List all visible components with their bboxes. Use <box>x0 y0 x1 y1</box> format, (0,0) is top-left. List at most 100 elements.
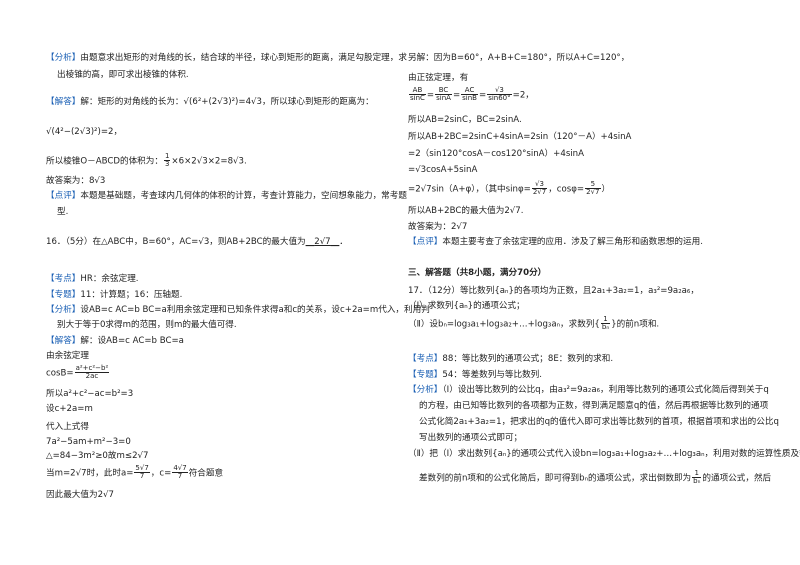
part2-suffix: }的前n项和. <box>611 319 660 330</box>
part2-prefix: （Ⅱ）设bₙ=log₃a₁+log₃a₂+…+log₃aₙ，求数列{ <box>408 319 600 330</box>
fraction-num: √3 <box>531 180 548 190</box>
fraction-den: 2√7 <box>532 188 547 197</box>
answer-line: 故答案为：2√7 <box>408 222 468 232</box>
fenxi-text-cont: 别大于等于0求得m的范围，则m的最大值可得. <box>57 320 237 330</box>
fraction-num: 1 <box>600 315 611 325</box>
simplify-line: =√3cosA+5sinA <box>408 165 478 175</box>
cos-law-line: 由余弦定理 <box>46 351 89 361</box>
phi-end: ） <box>601 184 611 195</box>
question-16-blank: __2√7__ <box>305 237 340 247</box>
zhuanti-line: 【专题】54：等差数列与等比数列. <box>408 369 542 382</box>
fenxi-text-cont: 写出数列的通项公式即可； <box>419 433 523 443</box>
conclusion-line: 因此最大值为2√7 <box>46 490 114 500</box>
fraction-den: 7 <box>177 472 183 481</box>
delta-line: △=84−3m²≥0故m≤2√7 <box>46 451 149 461</box>
comment-paragraph: 【点评】本题是基础题，考查球内几何体的体积的计算，考查计算能力，空间想象能力，常… <box>46 190 407 203</box>
kaodian-text: 88：等比数列的通项公式；8E：数列的求和. <box>442 354 614 364</box>
question-17-part1: （Ⅰ）求数列{aₙ}的通项公式； <box>408 301 525 311</box>
alt-solution-line: 另解：因为B=60°，A+B+C=180°，所以A+C=120°， <box>408 53 630 63</box>
fraction-den: bₙ <box>693 477 701 486</box>
so-line: 所以a²+c²−ac=b²=3 <box>46 389 134 399</box>
set-line: 设c+2a=m <box>46 404 93 414</box>
final-mid: ，c= <box>150 468 172 479</box>
solution-tag: 【解答】 <box>46 97 81 107</box>
fraction-den: sinA <box>436 94 451 103</box>
zhuanti-text: 11：计算题；16：压轴题. <box>80 290 183 300</box>
fraction-den: 3 <box>164 160 170 169</box>
analysis-text-cont: 出棱锥的高，即可求出棱锥的体积. <box>57 70 189 80</box>
fenxi-tag: 【分析】 <box>408 385 443 395</box>
fraction-num: √3 <box>487 86 512 96</box>
analysis-tag: 【分析】 <box>46 53 81 63</box>
question-16-end: ． <box>339 237 348 247</box>
fraction-den: sinC <box>410 94 425 103</box>
comment-paragraph: 【点评】本题主要考查了余弦定理的应用．涉及了解三角形和函数思想的运用. <box>408 236 703 249</box>
expand-line: =2（sin120°cosA－cos120°sinA）+4sinA <box>408 149 585 159</box>
final-prefix: 当m=2√7时，此时a= <box>46 468 134 479</box>
zhuanti-line: 【专题】11：计算题；16：压轴题. <box>46 289 182 302</box>
fenxi-text-cont: 的方程，由已知等比数列的各项都为正数，得到满足题意q的值，然后再根据等比数列的通… <box>419 401 769 411</box>
fenxi-part2: （Ⅱ）把（Ⅰ）求出数列{aₙ}的通项公式代入设bn=log₃a₁+log₃a₂+… <box>408 449 800 459</box>
zhuanti-text: 54：等差数列与等比数列. <box>442 370 542 380</box>
fenxi-line: 【分析】设AB=c AC=b BC=a利用余弦定理和已知条件求得a和c的关系，设… <box>46 304 430 317</box>
comment-text: 本题主要考查了余弦定理的应用．涉及了解三角形和函数思想的运用. <box>442 237 703 247</box>
fenxi-line: 【分析】（Ⅰ）设出等比数列的公比q，由a₃²=9a₂a₆，利用等比数列的通项公式… <box>408 384 769 397</box>
fenxi-text-cont: 公式化简2a₁+3a₂=1，把求出的q的值代入即可求出等比数列的首项，根据首项和… <box>419 417 779 427</box>
fraction-den: sinB <box>462 94 477 103</box>
comment-text-cont: 型. <box>57 207 69 217</box>
volume-suffix: ×6×2√3×2=8√3. <box>171 156 247 167</box>
fraction-den: 7 <box>139 472 145 481</box>
sine-end: =2， <box>512 90 534 101</box>
fraction-num: AB <box>409 86 426 96</box>
phi-mid: ，cosφ= <box>548 184 585 195</box>
jieda-tag: 【解答】 <box>46 336 81 346</box>
comment-tag: 【点评】 <box>46 191 81 201</box>
comment-tag: 【点评】 <box>408 237 443 247</box>
kaodian-text: HR：余弦定理. <box>80 274 139 284</box>
fraction-num: AC <box>461 86 478 96</box>
analysis-paragraph: 【分析】由题意求出矩形的对角线的长，结合球的半径，球心到矩形的距离，满足勾股定理… <box>46 52 407 65</box>
solution-text: 解：矩形的对角线的长为：√(6²+(2√3)²)=4√3，所以球心到矩形的距离为… <box>80 97 374 107</box>
fraction-den: 2√7 <box>586 188 600 197</box>
fraction-num: 1 <box>163 152 171 162</box>
equation-line: 7a²−5am+m²−3=0 <box>46 437 131 447</box>
solution-text-cont: √(4²−(2√3)²)=2， <box>46 127 123 137</box>
fenxi-text: 设AB=c AC=b BC=a利用余弦定理和已知条件求得a和c的关系，设c+2a… <box>80 305 430 315</box>
volume-prefix: 所以棱锥O－ABCD的体积为： <box>46 156 163 167</box>
fraction-num: 4√7 <box>172 464 188 474</box>
sine-law-line: 由正弦定理，有 <box>408 73 469 83</box>
fraction-num: 5 <box>585 180 601 190</box>
question-17: 17．（12分）等比数列{aₙ}的各项均为正数，且2a₁+3a₂=1，a₃²=9… <box>408 286 699 296</box>
comment-text: 本题是基础题，考查球内几何体的体积的计算，考查计算能力，空间想象能力，常考题 <box>80 191 407 201</box>
jieda-text: 解：设AB=c AC=b BC=a <box>80 336 184 346</box>
kaodian-tag: 【考点】 <box>408 354 443 364</box>
question-16-answer: 2√7 <box>314 237 331 247</box>
fraction-den: 2ac <box>85 372 99 381</box>
analysis-text: 由题意求出矩形的对角线的长，结合球的半径，球心到矩形的距离，满足勾股定理，求 <box>80 53 407 63</box>
fraction-num: 5√7 <box>134 464 150 474</box>
so-sum-line: 所以AB+2BC=2sinC+4sinA=2sin（120°－A）+4sinA <box>408 132 632 142</box>
answer-line: 故答案为：8√3 <box>46 176 106 186</box>
fenxi-line6-suffix: 的通项公式，然后 <box>702 473 772 484</box>
jieda-line: 【解答】解：设AB=c AC=b BC=a <box>46 335 184 348</box>
fraction-num: 1 <box>692 469 702 479</box>
zhuanti-tag: 【专题】 <box>46 290 81 300</box>
kaodian-tag: 【考点】 <box>46 274 81 284</box>
section-title: 三、解答题（共8小题，满分70分） <box>408 268 547 278</box>
